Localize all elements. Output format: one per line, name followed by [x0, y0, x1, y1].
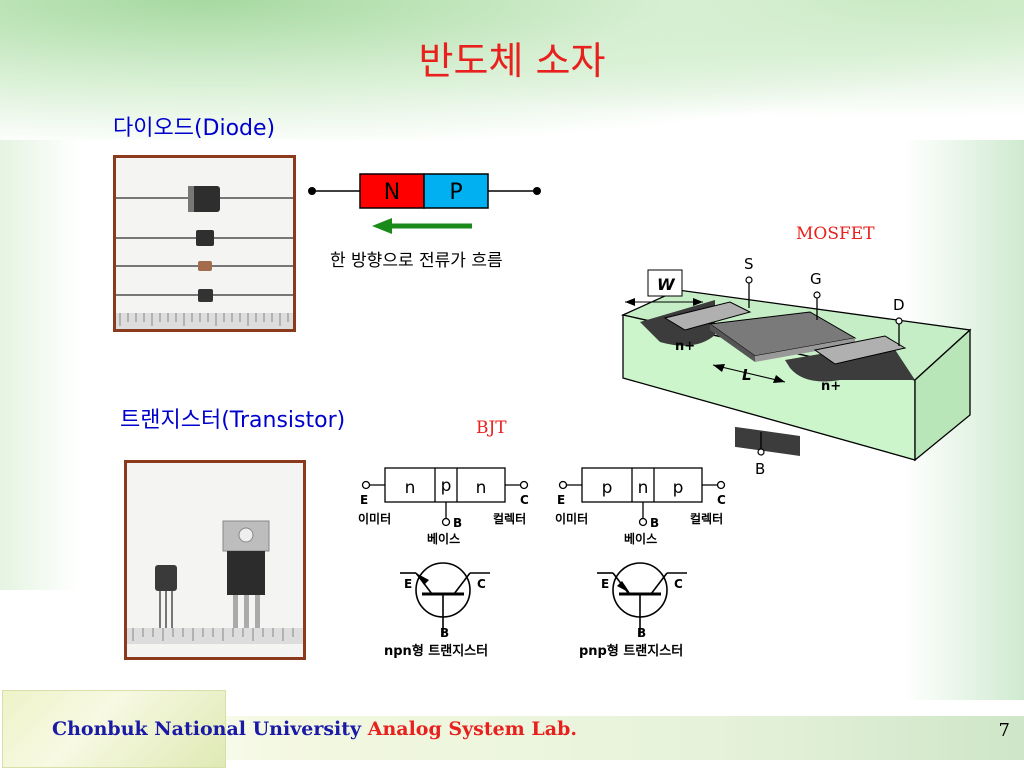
footer: Chonbuk National University Analog Syste…	[0, 688, 1024, 768]
npn-emitter-label: 이미터	[358, 511, 391, 526]
pnp-symbol-e: E	[601, 577, 609, 591]
background-top	[0, 0, 1024, 140]
pnp-symbol-b: B	[637, 626, 646, 640]
current-arrow-head	[372, 218, 392, 234]
university-name: Chonbuk National University	[52, 718, 362, 740]
pnp-c-letter: C	[717, 493, 726, 507]
npn-symbol-b: B	[440, 626, 449, 640]
npn-collector-terminal	[519, 480, 529, 490]
pnp-b-letter: B	[650, 516, 659, 530]
mosfet-nplus-drain: n+	[821, 379, 841, 394]
diode-photo-image	[116, 158, 293, 329]
substrate-side	[914, 328, 971, 462]
footer-text: Chonbuk National University Analog Syste…	[52, 718, 577, 740]
mosfet-label: MOSFET	[796, 224, 875, 244]
body-contact	[735, 426, 800, 457]
npn-c-letter: C	[520, 493, 529, 507]
n-label: N	[384, 180, 400, 205]
npn-region-2: p	[441, 476, 452, 496]
p-label: P	[449, 180, 462, 205]
mosfet-l-label: L	[742, 366, 752, 384]
pnp-emitter-label: 이미터	[555, 511, 588, 526]
source-contact	[663, 301, 752, 331]
transistor-heading: 트랜지스터(Transistor)	[120, 408, 346, 433]
pnp-e-letter: E	[557, 493, 565, 507]
npn-base-terminal	[441, 517, 451, 527]
pnp-block	[581, 467, 703, 503]
pnp-region-3: p	[673, 478, 684, 498]
transistor-photo-image	[127, 463, 303, 657]
pnp-type-label: pnp형 트랜지스터	[579, 643, 683, 659]
npn-e-letter: E	[360, 493, 368, 507]
mosfet-g-label: G	[810, 270, 822, 288]
page-number: 7	[998, 720, 1010, 741]
npn-region-3: n	[476, 478, 487, 498]
n-region	[359, 173, 425, 209]
pnp-diagram: p n p E C B 이미터 컬렉터 베이스 E C B pnp형 트랜지스터	[555, 467, 726, 659]
diode-terminal-left	[308, 187, 316, 195]
diode-diagram: N P	[308, 173, 541, 234]
npn-symbol-e: E	[404, 577, 412, 591]
npn-symbol-c: C	[477, 577, 486, 591]
npn-type-label: npn형 트랜지스터	[384, 643, 488, 659]
npn-collector-label: 컬렉터	[493, 511, 526, 526]
mosfet-diagram: S G D B W L n+ n+	[620, 255, 972, 478]
slide-title: 반도체 소자	[418, 39, 606, 83]
diode-caption: 한 방향으로 전류가 흐름	[330, 251, 503, 271]
pnp-region-1: p	[602, 478, 613, 498]
diode-terminal-right	[533, 187, 541, 195]
bjt-label: BJT	[476, 418, 507, 438]
background-left	[0, 140, 80, 590]
mosfet-b-label: B	[755, 460, 765, 478]
pnp-collector-label: 컬렉터	[690, 511, 723, 526]
mosfet-w-label: W	[657, 275, 676, 294]
pnp-emitter-terminal	[558, 480, 568, 490]
pnp-symbol-c: C	[674, 577, 683, 591]
npn-region-1: n	[405, 478, 416, 498]
npn-diagram: n p n E C B 이미터 컬렉터 베이스 E C B npn형 트랜지스터	[358, 467, 529, 659]
transistor-photo	[124, 460, 306, 660]
mosfet-d-label: D	[893, 296, 905, 314]
pnp-region-2: n	[638, 478, 649, 498]
lab-name: Analog System Lab.	[367, 718, 577, 740]
pnp-base-label: 베이스	[624, 531, 657, 546]
mosfet-s-label: S	[744, 255, 754, 273]
diode-photo	[113, 155, 296, 332]
npn-base-label: 베이스	[427, 531, 460, 546]
pnp-base-terminal	[638, 517, 648, 527]
drain-contact	[813, 335, 907, 365]
npn-emitter-terminal	[361, 480, 371, 490]
npn-b-letter: B	[453, 516, 462, 530]
npn-block	[384, 467, 506, 503]
university-logo	[2, 690, 226, 768]
p-region	[423, 173, 489, 209]
pnp-collector-terminal	[716, 480, 726, 490]
diode-heading: 다이오드(Diode)	[113, 116, 276, 141]
mosfet-nplus-source: n+	[675, 339, 695, 354]
